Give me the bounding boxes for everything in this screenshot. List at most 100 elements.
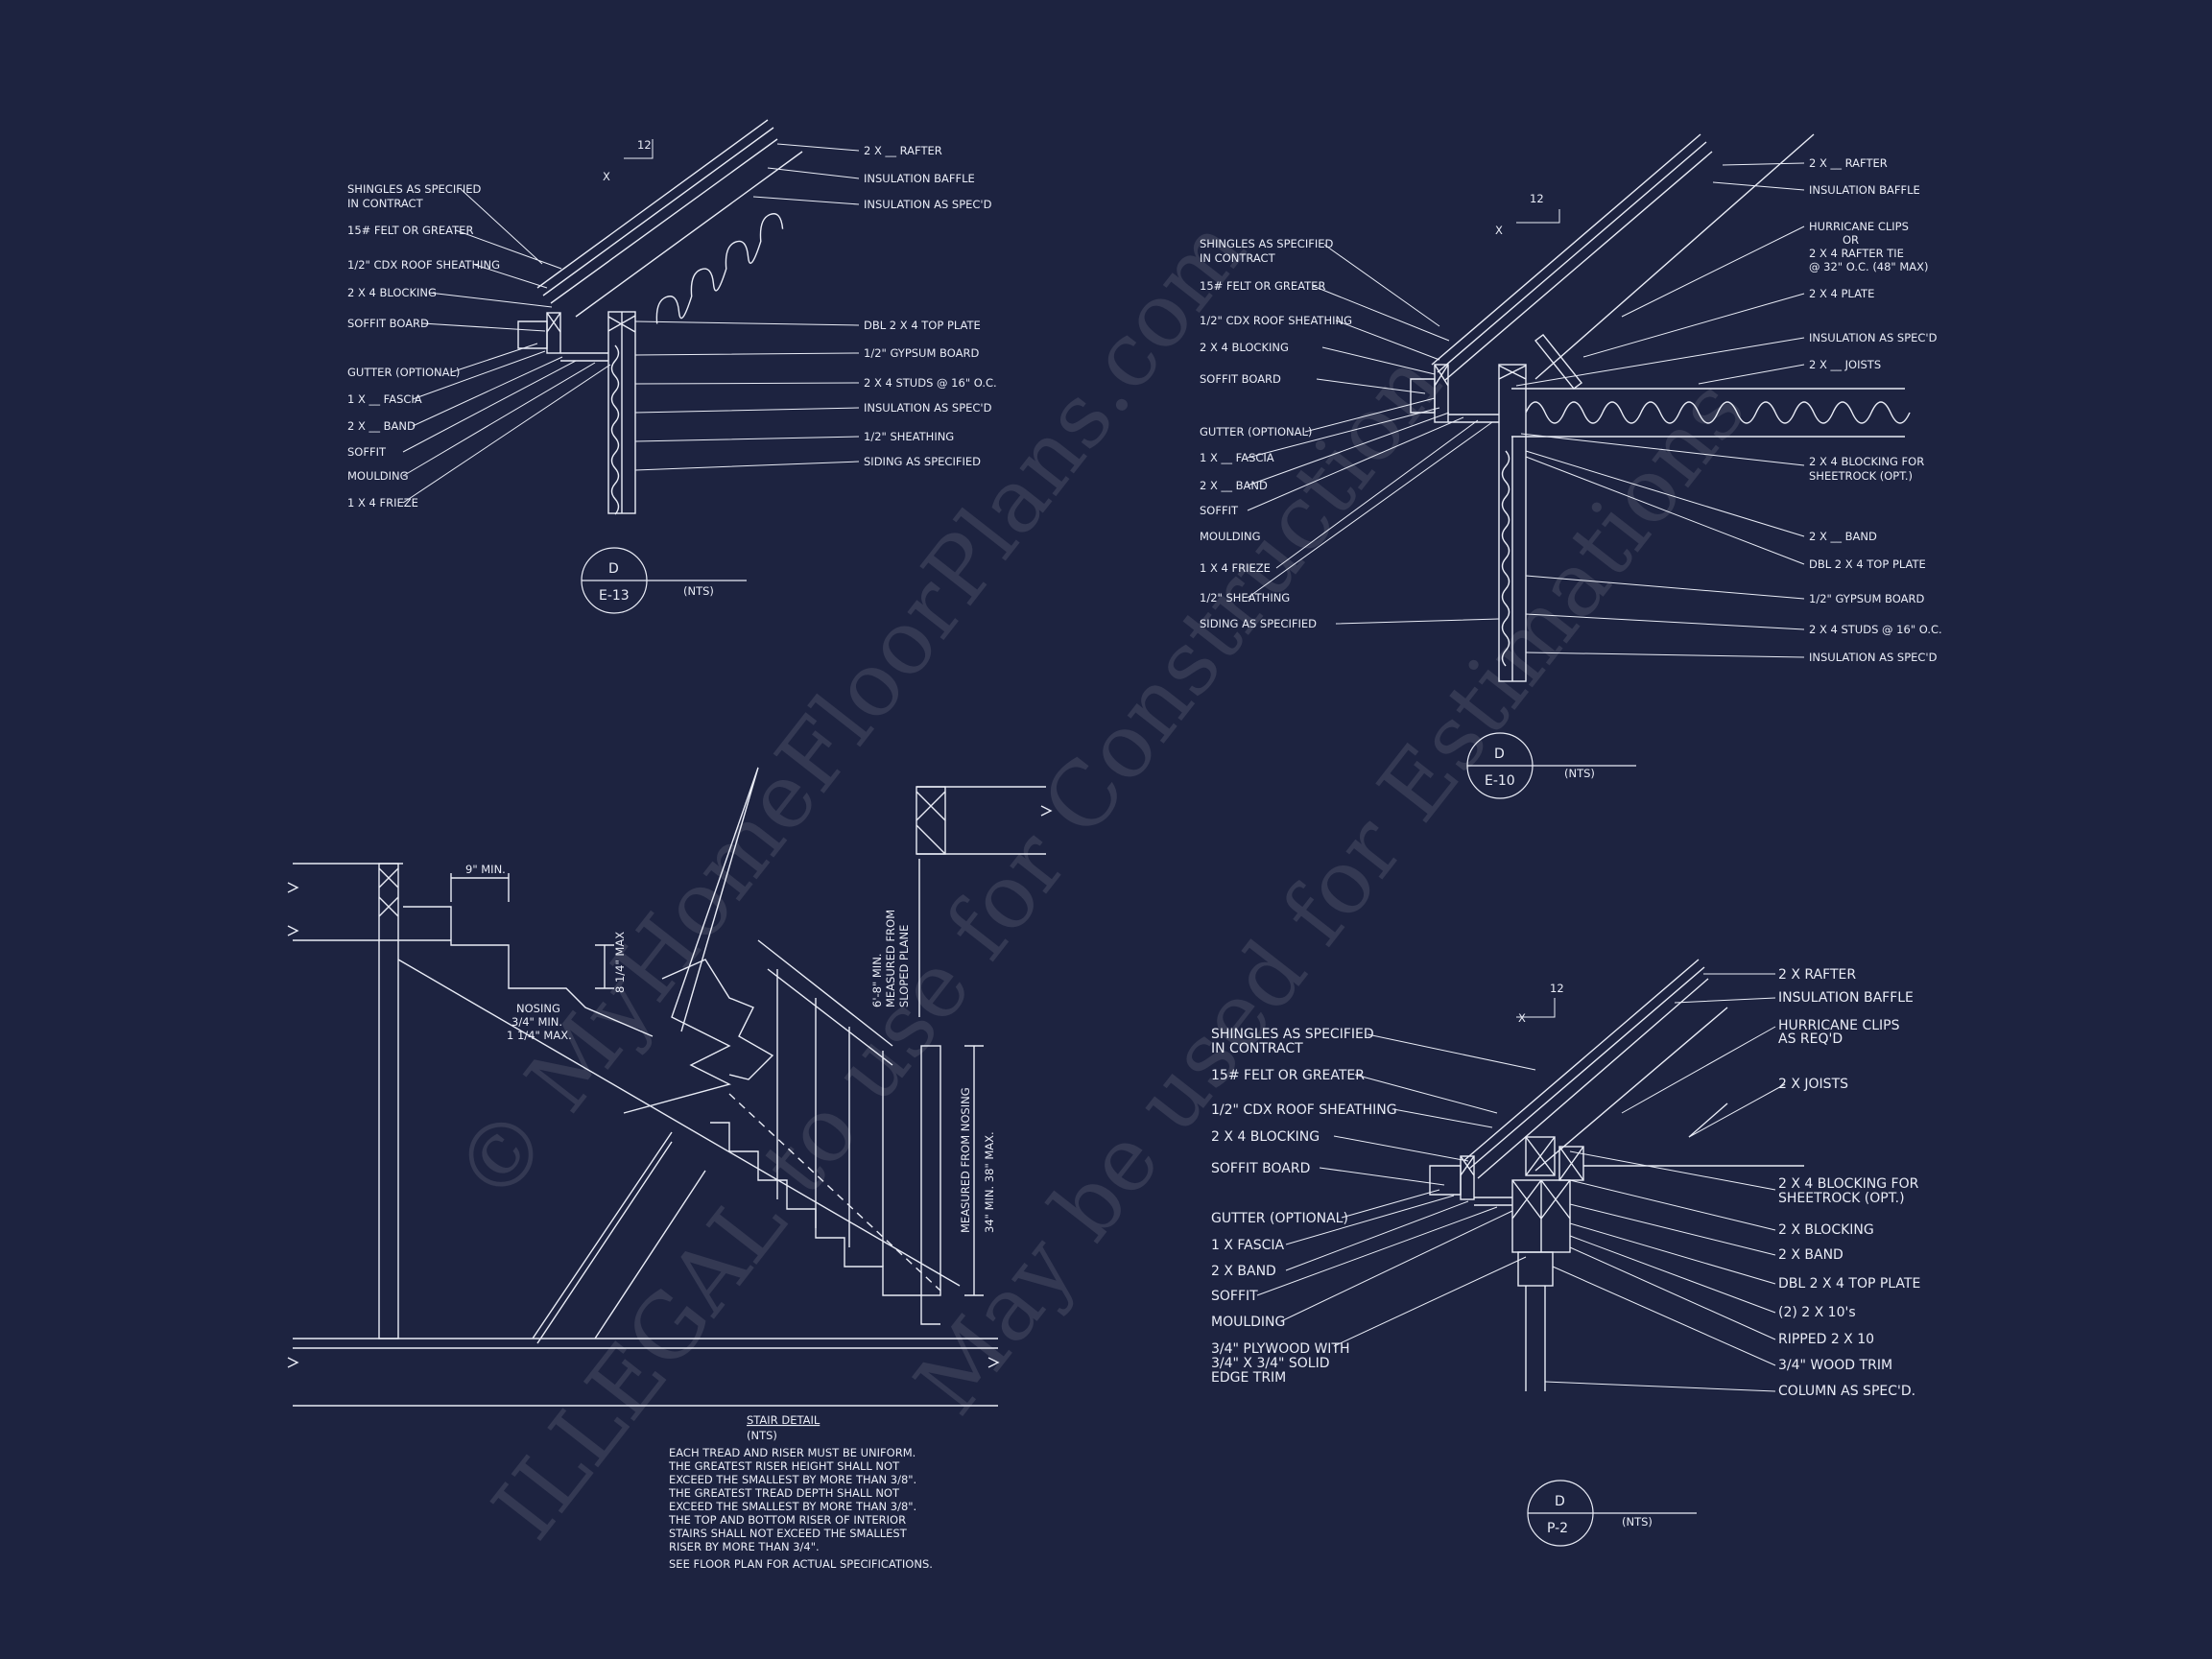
label-e13-gutter: GUTTER (OPTIONAL) (347, 366, 460, 379)
slope-rise-p2: X (1518, 1011, 1526, 1025)
stair-note-8: RISER BY MORE THAN 3/4". (669, 1540, 820, 1553)
slope-run-p2: 12 (1550, 982, 1564, 995)
label-p2-sheathing: 1/2" CDX ROOF SHEATHING (1211, 1102, 1397, 1118)
label-e10-or: OR (1843, 233, 1859, 247)
tag-sheet-p2: P-2 (1547, 1521, 1568, 1536)
label-p2-blocking-r: 2 X BLOCKING (1778, 1222, 1874, 1238)
slope-rise: X (603, 170, 610, 183)
label-e13-felt: 15# FELT OR GREATER (347, 224, 473, 237)
label-e10-baffle: INSULATION BAFFLE (1809, 183, 1920, 197)
label-e10-soffit: SOFFIT (1200, 504, 1239, 517)
label-e10-blocking-rock: 2 X 4 BLOCKING FOR (1809, 455, 1924, 468)
detail-tag-e13: D E-13 (NTS) (581, 547, 747, 614)
stair-note-2: THE GREATEST RISER HEIGHT SHALL NOT (668, 1459, 900, 1473)
label-p2-gutter: GUTTER (OPTIONAL) (1211, 1211, 1348, 1226)
tag-letter-e13: D (608, 561, 619, 577)
label-e13-blocking: 2 X 4 BLOCKING (347, 286, 437, 299)
label-e10-sheetrock: SHEETROCK (OPT.) (1809, 469, 1913, 483)
label-p2-plywood: 3/4" PLYWOOD WITH (1211, 1341, 1350, 1357)
watermark: © MyHomeFloorPlans.com ILLEGAL to use fo… (435, 200, 1766, 1558)
stair-detail: 9" MIN. 8 1/4" MAX NOSING 3/4" MIN. 1 1/… (287, 767, 1053, 1571)
stair-note-6: THE TOP AND BOTTOM RISER OF INTERIOR (668, 1513, 906, 1527)
label-p2-top-plate: DBL 2 X 4 TOP PLATE (1778, 1276, 1920, 1292)
label-e10-plate: 2 X 4 PLATE (1809, 287, 1874, 300)
tag-scale-p2: (NTS) (1622, 1515, 1653, 1529)
label-e13-frieze: 1 X 4 FRIEZE (347, 496, 418, 510)
label-p2-moulding: MOULDING (1211, 1315, 1285, 1330)
stair-title: STAIR DETAIL (747, 1413, 821, 1427)
label-e10-soffit-board: SOFFIT BOARD (1200, 372, 1281, 386)
stair-note-4: THE GREATEST TREAD DEPTH SHALL NOT (668, 1486, 900, 1500)
label-e10-fascia: 1 X __ FASCIA (1200, 451, 1274, 464)
label-p2-band: 2 X BAND (1211, 1264, 1276, 1279)
stair-rail-1: MEASURED FROM NOSING (959, 1087, 972, 1233)
label-p2-blocking: 2 X 4 BLOCKING (1211, 1129, 1320, 1145)
label-e10-joists: 2 X __ JOISTS (1809, 358, 1881, 371)
label-p2-joists: 2 X JOISTS (1778, 1077, 1848, 1092)
label-p2-baffle: INSULATION BAFFLE (1778, 990, 1914, 1006)
label-p2-reqd: AS REQ'D (1778, 1031, 1843, 1047)
label-p2-felt: 15# FELT OR GREATER (1211, 1068, 1365, 1083)
tag-letter-e10: D (1494, 747, 1505, 762)
label-e10-insul-wall: INSULATION AS SPEC'D (1809, 651, 1938, 664)
slope-run-e10: 12 (1530, 192, 1544, 205)
stair-note-9: SEE FLOOR PLAN FOR ACTUAL SPECIFICATIONS… (669, 1557, 933, 1571)
label-e10-sheathing: 1/2" CDX ROOF SHEATHING (1200, 314, 1352, 327)
label-e13-rafter: 2 X __ RAFTER (864, 144, 942, 157)
stair-note-5: EXCEED THE SMALLEST BY MORE THAN 3/8". (669, 1500, 916, 1513)
label-e10-gypsum: 1/2" GYPSUM BOARD (1809, 592, 1924, 605)
label-p2-clips: HURRICANE CLIPS (1778, 1018, 1900, 1033)
label-e10-rafter: 2 X __ RAFTER (1809, 156, 1888, 170)
label-p2-ripped: RIPPED 2 X 10 (1778, 1332, 1874, 1347)
stair-headroom-3: SLOPED PLANE (897, 925, 911, 1007)
slope-run: 12 (637, 138, 652, 152)
label-p2-edge-trim: EDGE TRIM (1211, 1370, 1286, 1386)
label-p2-column: COLUMN AS SPEC'D. (1778, 1384, 1915, 1399)
label-e13-top-plate: DBL 2 X 4 TOP PLATE (864, 319, 981, 332)
label-e13-contract: IN CONTRACT (347, 197, 424, 210)
stair-nosing-3: 1 1/4" MAX. (507, 1029, 572, 1042)
label-e10-spacing: @ 32" O.C. (48" MAX) (1809, 260, 1929, 273)
label-e10-rafter-tie: 2 X 4 RAFTER TIE (1809, 247, 1904, 260)
eave-detail-p2: X 12 SHINGLES AS SPECIFIED IN CONTRACT 1… (1211, 959, 1920, 1547)
label-e13-baffle: INSULATION BAFFLE (864, 172, 975, 185)
label-e13-siding: SIDING AS SPECIFIED (864, 455, 981, 468)
stair-headroom-1: 6'-8" MIN. (870, 954, 884, 1007)
eave-detail-e13: X 12 SHINGLES AS SPECIFIED IN CONTRACT 1… (347, 119, 997, 614)
stair-riser-dim: 8 1/4" MAX (613, 932, 627, 993)
slope-rise-e10: X (1495, 224, 1503, 237)
label-e13-shingles: SHINGLES AS SPECIFIED (347, 182, 481, 196)
label-e10-frieze: 1 X 4 FRIEZE (1200, 561, 1271, 575)
stair-rail-2: 34" MIN. 38" MAX. (983, 1131, 996, 1233)
tag-scale-e10: (NTS) (1564, 767, 1595, 780)
label-e13-sheathing: 1/2" CDX ROOF SHEATHING (347, 258, 500, 272)
stair-scale: (NTS) (747, 1429, 777, 1442)
label-p2-contract: IN CONTRACT (1211, 1041, 1303, 1056)
label-e10-band: 2 X __ BAND (1200, 479, 1268, 492)
label-e10-shingles: SHINGLES AS SPECIFIED (1200, 237, 1333, 250)
label-e13-insul: INSULATION AS SPEC'D (864, 198, 992, 211)
label-e10-gutter: GUTTER (OPTIONAL) (1200, 425, 1312, 438)
label-e13-band: 2 X __ BAND (347, 419, 416, 433)
tag-sheet-e10: E-10 (1485, 773, 1515, 789)
stair-nosing-2: 3/4" MIN. (511, 1015, 562, 1029)
label-e10-blocking: 2 X 4 BLOCKING (1200, 341, 1289, 354)
label-p2-shingles: SHINGLES AS SPECIFIED (1211, 1027, 1374, 1042)
label-p2-trim: 3/4" WOOD TRIM (1778, 1358, 1892, 1373)
label-p2-fascia: 1 X FASCIA (1211, 1238, 1285, 1253)
label-e13-moulding: MOULDING (347, 469, 409, 483)
label-p2-blocking-rock: 2 X 4 BLOCKING FOR (1778, 1176, 1919, 1192)
label-e10-clips: HURRICANE CLIPS (1809, 220, 1909, 233)
label-e10-contract: IN CONTRACT (1200, 251, 1276, 265)
label-e10-top-plate: DBL 2 X 4 TOP PLATE (1809, 557, 1926, 571)
detail-tag-p2: D P-2 (NTS) (1527, 1480, 1697, 1547)
label-e13-soffit-board: SOFFIT BOARD (347, 317, 429, 330)
label-p2-soffit: SOFFIT (1211, 1289, 1258, 1304)
label-e13-wall-sheathing: 1/2" SHEATHING (864, 430, 954, 443)
label-e10-felt: 15# FELT OR GREATER (1200, 279, 1325, 293)
label-p2-solid: 3/4" X 3/4" SOLID (1211, 1356, 1330, 1371)
label-e10-band-r: 2 X __ BAND (1809, 530, 1877, 543)
stair-headroom-2: MEASURED FROM (884, 910, 897, 1007)
label-e10-siding: SIDING AS SPECIFIED (1200, 617, 1317, 630)
label-p2-soffit-board: SOFFIT BOARD (1211, 1161, 1310, 1176)
